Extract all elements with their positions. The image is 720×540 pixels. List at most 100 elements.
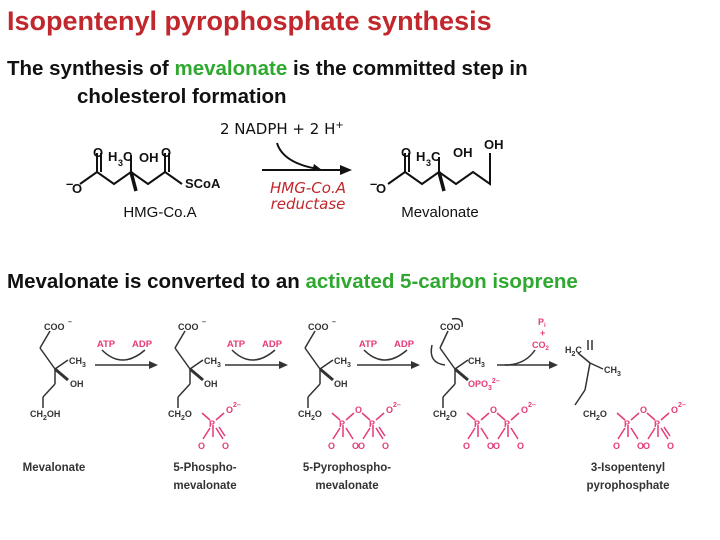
svg-text:O: O xyxy=(355,405,362,415)
svg-text:P: P xyxy=(209,419,215,429)
svg-text:OH: OH xyxy=(484,137,504,152)
svg-text:P: P xyxy=(339,419,345,429)
svg-text:3: 3 xyxy=(426,158,431,168)
svg-text:C: C xyxy=(123,149,133,164)
svg-text:–: – xyxy=(66,176,73,191)
step-2-atp: ATP xyxy=(227,339,246,350)
compound-label-mevalonate: Mevalonate xyxy=(23,462,86,474)
svg-text:O: O xyxy=(352,441,359,451)
svg-text:P: P xyxy=(369,419,375,429)
compound-intermediate-pyrophosphate xyxy=(466,412,520,440)
conversion-heading: Mevalonate is converted to an activated … xyxy=(7,270,578,294)
svg-text:–: – xyxy=(332,319,336,326)
hmg-coa-label: HMG-Co.A xyxy=(123,204,196,221)
svg-text:OH: OH xyxy=(453,145,473,160)
svg-text:CH3: CH3 xyxy=(604,365,621,378)
svg-text:OH: OH xyxy=(70,379,84,389)
subtitle-post: is the committed step in xyxy=(287,57,528,80)
compound-label-ipp-line1: 3-Isopentenyl xyxy=(591,462,665,474)
svg-text:O: O xyxy=(667,441,674,451)
svg-text:O: O xyxy=(401,145,411,160)
subtitle-highlight-mevalonate: mevalonate xyxy=(174,57,288,80)
svg-text:CH2O: CH2O xyxy=(583,409,607,422)
step-3-atp: ATP xyxy=(359,339,378,350)
compound-3-pyrophosphate xyxy=(331,412,386,440)
compound-4-structure xyxy=(574,340,604,406)
svg-text:O: O xyxy=(93,145,103,160)
svg-text:C: C xyxy=(431,149,441,164)
svg-text:O: O xyxy=(226,405,233,415)
slide-title: Isopentenyl pyrophosphate synthesis xyxy=(7,6,492,36)
svg-text:O: O xyxy=(72,181,82,196)
svg-text:–: – xyxy=(68,319,72,326)
step-2-arrow: ATP ADP xyxy=(225,339,288,369)
compound-label-5-pyrophospho-line1: 5-Pyrophospho- xyxy=(303,462,391,474)
compound-2-phosphate xyxy=(201,412,226,440)
svg-text:O: O xyxy=(493,441,500,451)
svg-text:CH2OH: CH2OH xyxy=(30,409,60,422)
svg-text:O: O xyxy=(643,441,650,451)
svg-text:H: H xyxy=(416,149,425,164)
svg-text:OH: OH xyxy=(139,150,159,165)
svg-text:COO: COO xyxy=(44,322,65,332)
svg-text:2–: 2– xyxy=(393,402,401,409)
svg-text:OH: OH xyxy=(334,379,348,389)
enzyme-name-line-2: reductase xyxy=(270,195,346,213)
svg-text:H2C: H2C xyxy=(565,345,582,358)
compound-4-pyrophosphate xyxy=(616,412,671,440)
subtitle-line-2: cholesterol formation xyxy=(77,85,287,108)
svg-text:O: O xyxy=(376,181,386,196)
compound-2-structure xyxy=(174,330,204,408)
svg-text:H: H xyxy=(108,149,117,164)
step-1-adp: ADP xyxy=(132,339,153,350)
subtitle-pre: The synthesis of xyxy=(7,57,175,80)
svg-text:CH3: CH3 xyxy=(468,356,485,369)
svg-text:P: P xyxy=(504,419,510,429)
svg-text:–: – xyxy=(370,176,377,191)
step-1-atp: ATP xyxy=(97,339,116,350)
enzyme-name-line-1: HMG-Co.A xyxy=(270,179,346,197)
compound-1-structure xyxy=(39,330,69,408)
svg-text:O: O xyxy=(382,441,389,451)
cofactor-text: 2 NADPH + 2 H xyxy=(220,120,336,138)
reaction-arrow xyxy=(262,142,352,175)
svg-text:O: O xyxy=(358,441,365,451)
svg-text:O: O xyxy=(328,441,335,451)
svg-text:O: O xyxy=(487,441,494,451)
conversion-highlight: activated 5-carbon isoprene xyxy=(305,270,578,293)
svg-text:O: O xyxy=(637,441,644,451)
svg-text:2–: 2– xyxy=(678,402,686,409)
compound-1-atom-labels: COO– CH3 OH CH2OH xyxy=(30,319,86,422)
svg-text:P: P xyxy=(624,419,630,429)
compound-label-5-phospho-line1: 5-Phospho- xyxy=(173,462,236,474)
compound-label-5-phospho-line2: mevalonate xyxy=(173,480,236,492)
svg-text:O: O xyxy=(161,145,171,160)
step-4-arrow: Pi + CO2 xyxy=(497,317,558,369)
svg-text:O: O xyxy=(490,405,497,415)
compound-label-ipp-line2: pyrophosphate xyxy=(586,480,669,492)
mevalonate-label: Mevalonate xyxy=(401,204,479,221)
svg-text:COO: COO xyxy=(440,322,461,332)
svg-text:O: O xyxy=(640,405,647,415)
compound-4-atom-labels: H2C CH3 CH2O xyxy=(565,345,621,422)
svg-text:CH2O: CH2O xyxy=(298,409,322,422)
svg-text:O: O xyxy=(198,441,205,451)
svg-text:CH3: CH3 xyxy=(204,356,221,369)
step-1-arrow: ATP ADP xyxy=(95,339,158,369)
svg-text:O: O xyxy=(222,441,229,451)
svg-text:O: O xyxy=(517,441,524,451)
svg-text:OH: OH xyxy=(204,379,218,389)
cofactor-charge: + xyxy=(335,120,344,131)
compound-intermediate-phosphate-labels: OPO32– xyxy=(468,378,500,392)
svg-text:O: O xyxy=(386,405,393,415)
mevalonate-structure xyxy=(387,153,491,192)
svg-text:SCoA: SCoA xyxy=(185,176,221,191)
svg-text:COO: COO xyxy=(308,322,329,332)
step-3-arrow: ATP ADP xyxy=(357,339,420,369)
